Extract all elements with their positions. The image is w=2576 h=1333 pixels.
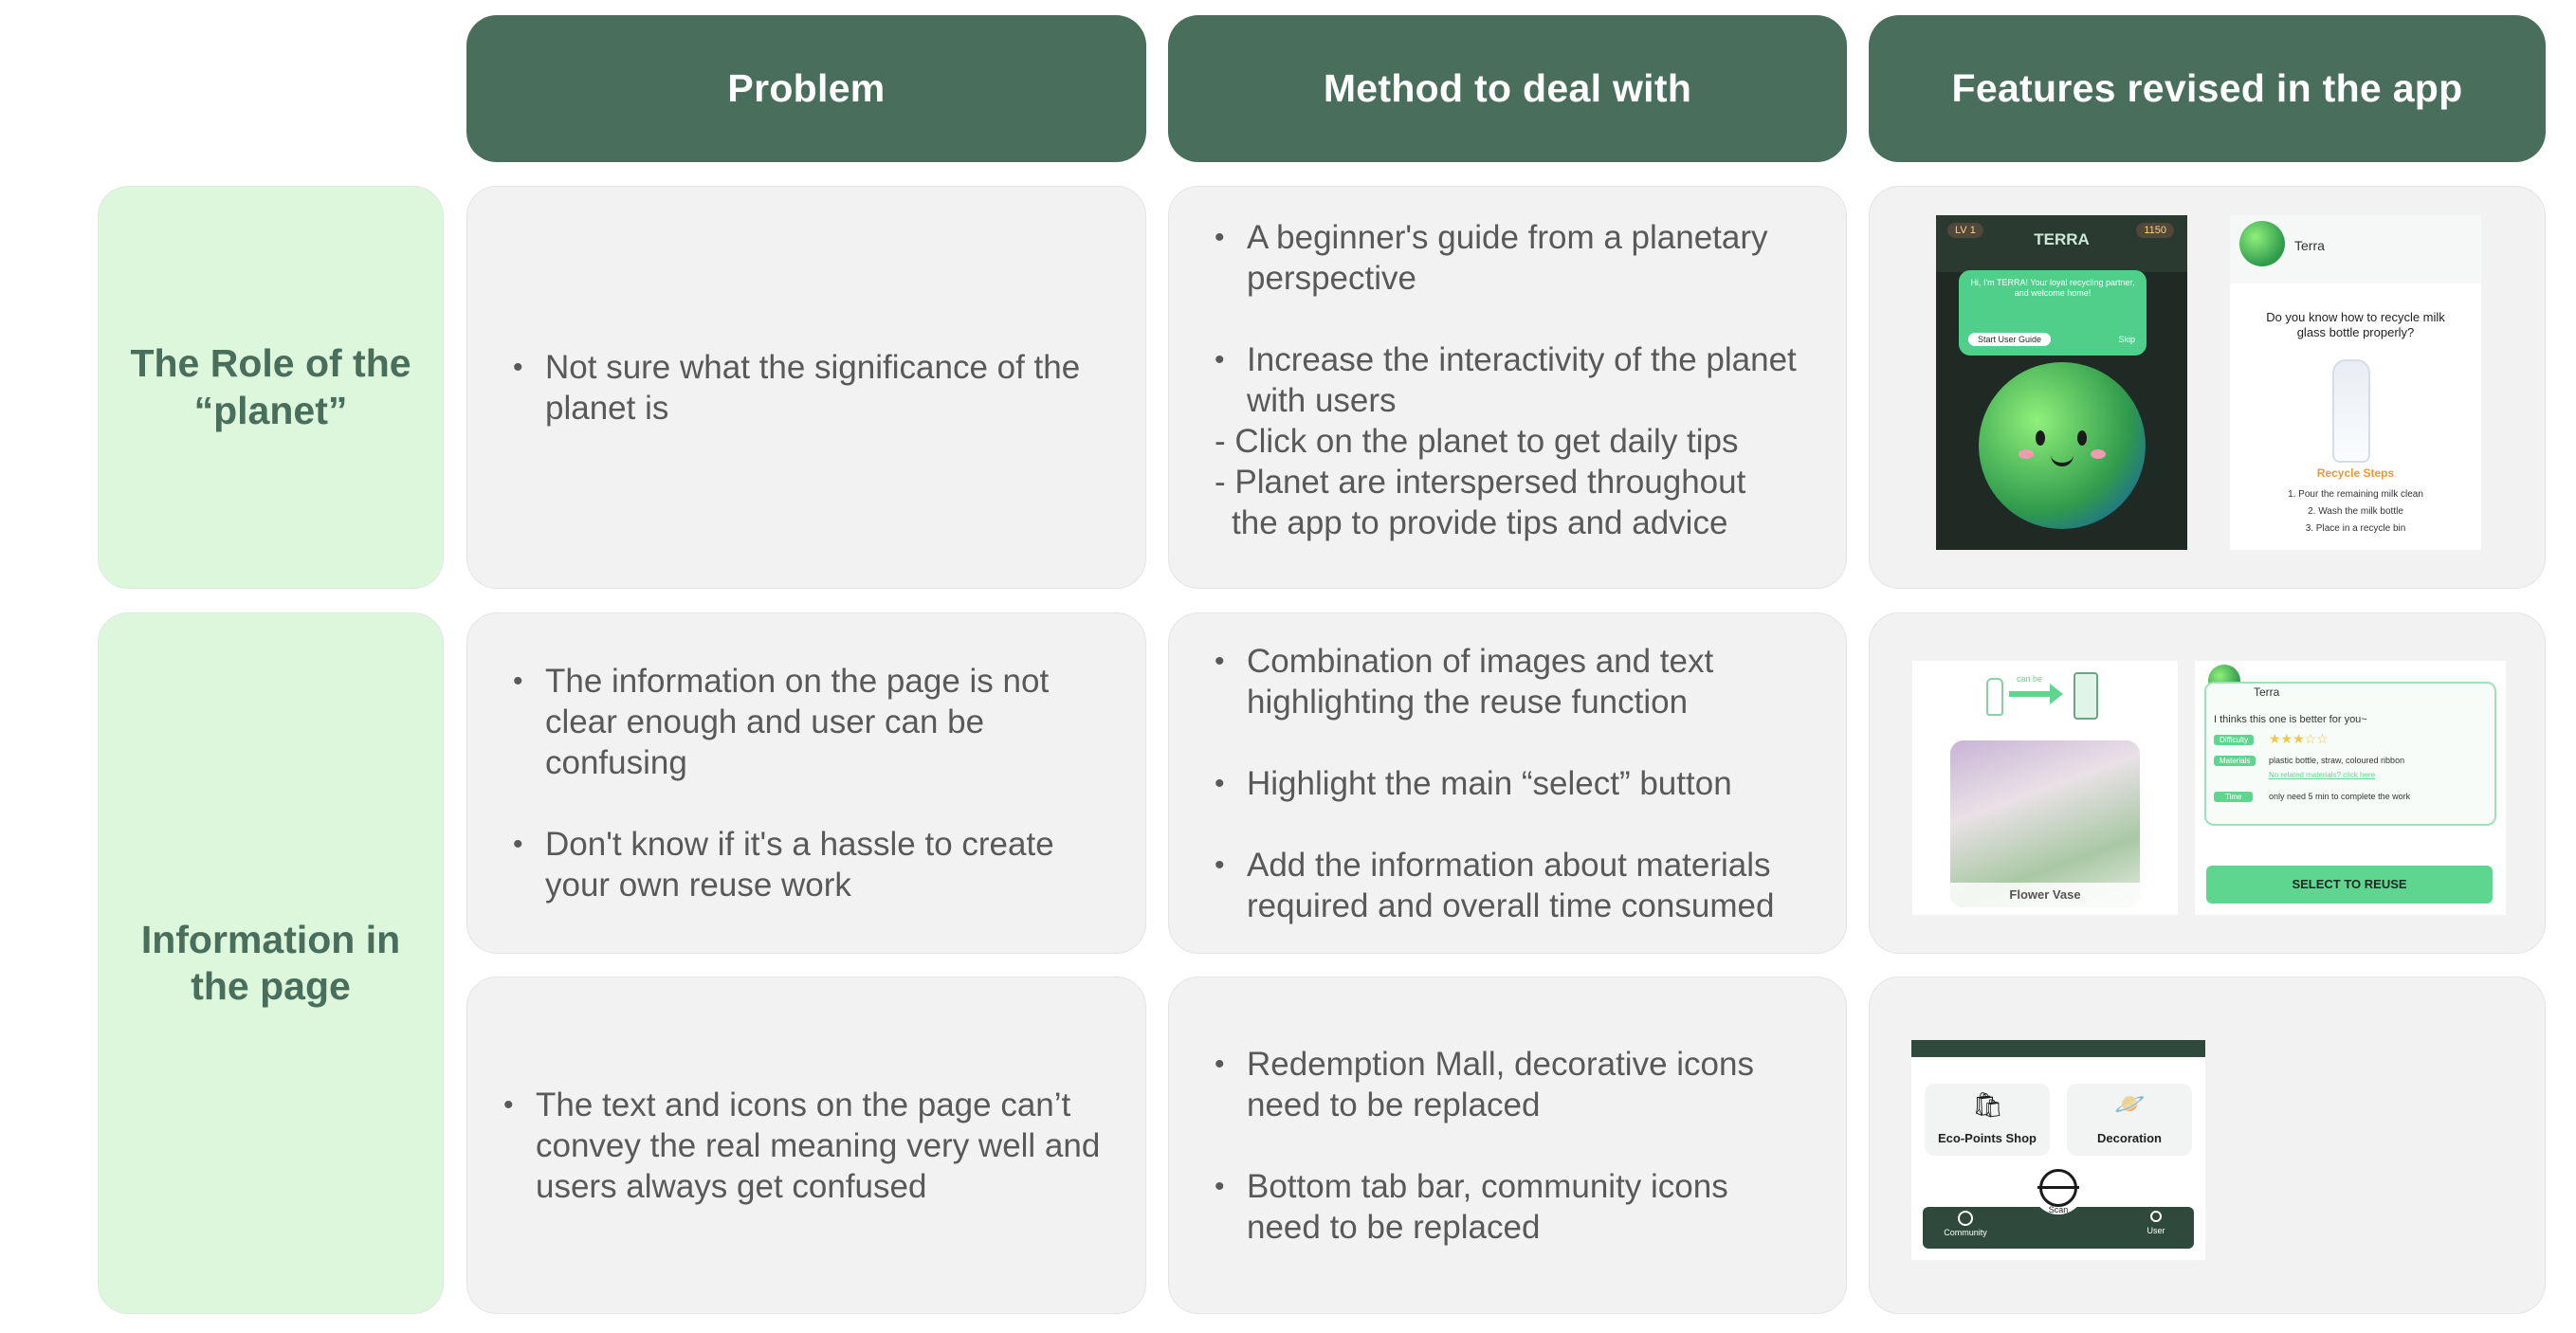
tip-card: Do you know how to recycle milk glass bo… <box>2230 283 2481 550</box>
planet-method-item-1: A beginner's guide from a planetary pers… <box>1215 217 1808 299</box>
terra-name-small: Terra <box>2254 685 2280 699</box>
time-tag: Time <box>2214 792 2254 802</box>
materials-text: plastic bottle, straw, coloured ribbon <box>2269 756 2405 765</box>
decoration-tile[interactable]: 🪐 Decoration <box>2067 1084 2192 1156</box>
planet-ring-icon: 🪐 <box>2114 1089 2146 1118</box>
cell-planet-method: A beginner's guide from a planetary pers… <box>1168 186 1847 589</box>
vase-icon <box>2074 672 2098 720</box>
greeting-text: Hi, I'm TERRA! Your loyal recycling part… <box>1970 278 2135 298</box>
reuse-idea-screenshot: can be Flower Vase <box>1912 661 2178 915</box>
arrow-icon <box>2009 691 2058 697</box>
info-a-problem-item-2: Don't know if it's a hassle to create yo… <box>513 824 1107 905</box>
info-a-problem-item-1: The information on the page is not clear… <box>513 661 1107 783</box>
planet-method-subitems: - Click on the planet to get daily tips … <box>1215 421 1808 543</box>
cell-info-a-features: can be Flower Vase Terra I thinks this o… <box>1869 612 2546 954</box>
tab-user[interactable]: User <box>2137 1211 2175 1235</box>
eco-points-shop-tile[interactable]: 🛍 Eco-Points Shop <box>1925 1084 2050 1156</box>
row-label-planet-line2: “planet” <box>193 388 348 432</box>
difficulty-tag: Difficulty <box>2214 735 2255 745</box>
planet-method-list: A beginner's guide from a planetary pers… <box>1215 217 1808 421</box>
flower-vase-caption: Flower Vase <box>1950 883 2140 907</box>
cell-info-b-method: Redemption Mall, decorative icons need t… <box>1168 977 1847 1314</box>
cell-planet-problem: Not sure what the significance of the pl… <box>466 186 1146 589</box>
select-reuse-screenshot: Terra I thinks this one is better for yo… <box>2195 661 2506 915</box>
user-icon <box>2150 1211 2162 1222</box>
terra-avatar <box>2239 221 2285 266</box>
cell-planet-features: LV 1 1150 TERRA Hi, I'm TERRA! Your loya… <box>1869 186 2546 589</box>
step-1: 1. Pour the remaining milk clean <box>2288 489 2423 500</box>
tab-user-label: User <box>2147 1226 2165 1235</box>
mock-app-title: TERRA <box>2034 230 2090 248</box>
level-badge: LV 1 <box>1947 223 1983 238</box>
time-text: only need 5 min to complete the work <box>2269 792 2411 801</box>
coins-badge: 1150 <box>2136 223 2174 238</box>
info-b-problem-item-1: The text and icons on the page can’t con… <box>503 1085 1107 1207</box>
header-features-text: Features revised in the app <box>1951 66 2463 110</box>
tip-question: Do you know how to recycle milk glass bo… <box>2266 310 2445 339</box>
info-b-method-list: Redemption Mall, decorative icons need t… <box>1215 1044 1808 1248</box>
info-a-problem-list: The information on the page is not clear… <box>513 661 1107 905</box>
header-problem: Problem <box>466 15 1146 162</box>
can-be-label: can be <box>2017 674 2043 684</box>
select-to-reuse-button[interactable]: SELECT TO REUSE <box>2206 866 2493 904</box>
planet-method-sub-1: - Click on the planet to get daily tips <box>1215 423 1739 460</box>
milk-bottle-icon <box>2332 359 2370 463</box>
header-method: Method to deal with <box>1168 15 1847 162</box>
planet-method-sub-2b: the app to provide tips and advice <box>1232 504 1728 541</box>
steps-title: Recycle Steps <box>2316 466 2395 480</box>
recycle-tips-screenshot: Terra Do you know how to recycle milk gl… <box>2230 215 2481 550</box>
info-a-method-item-2: Highlight the main “select” button <box>1215 763 1808 804</box>
planet-method-sub-2a: - Planet are interspersed throughout <box>1215 464 1746 501</box>
row-label-planet-line1: The Role of the <box>130 341 411 386</box>
info-a-method-list: Combination of images and text highlight… <box>1215 641 1808 926</box>
header-problem-text: Problem <box>727 66 886 110</box>
flower-vase-photo: Flower Vase <box>1950 740 2140 907</box>
row-label-info-line1: Information in <box>140 917 401 961</box>
difficulty-stars-icon: ★★★☆☆ <box>2269 731 2329 746</box>
suggestion-intro: I thinks this one is better for you~ <box>2214 714 2367 725</box>
skip-link[interactable]: Skip <box>2118 335 2135 344</box>
materials-tag: Materials <box>2214 756 2256 766</box>
row-label-info: Information in the page <box>98 612 444 1314</box>
info-a-method-item-3: Add the information about materials requ… <box>1215 845 1808 926</box>
planet-method-item-2: Increase the interactivity of the planet… <box>1215 339 1808 421</box>
shop-tabbar-screenshot: 🛍 Eco-Points Shop 🪐 Decoration Community… <box>1911 1040 2205 1260</box>
planet-problem-list: Not sure what the significance of the pl… <box>513 347 1107 429</box>
shopping-bag-icon: 🛍 <box>1972 1090 2004 1119</box>
row-label-planet: The Role of the “planet” <box>98 186 444 589</box>
cell-info-a-problem: The information on the page is not clear… <box>466 612 1146 954</box>
info-a-method-item-1: Combination of images and text highlight… <box>1215 641 1808 722</box>
row-label-info-line2: the page <box>191 964 351 1008</box>
header-method-text: Method to deal with <box>1323 66 1692 110</box>
planet-method-item-2-text: Increase the interactivity of the planet… <box>1247 341 1797 419</box>
cell-info-b-problem: The text and icons on the page can’t con… <box>466 977 1146 1314</box>
start-guide-button[interactable]: Start User Guide <box>1968 333 2052 346</box>
tab-community[interactable]: Community <box>1942 1211 1989 1237</box>
materials-link[interactable]: No related materials? click here <box>2269 771 2376 779</box>
scan-label: Scan <box>2048 1205 2069 1214</box>
info-b-problem-list: The text and icons on the page can’t con… <box>503 1085 1107 1207</box>
info-b-method-item-2: Bottom tab bar, community icons need to … <box>1215 1166 1808 1248</box>
header-features: Features revised in the app <box>1869 15 2546 162</box>
greeting-bubble: Hi, I'm TERRA! Your loyal recycling part… <box>1959 270 2147 356</box>
cell-info-a-method: Combination of images and text highlight… <box>1168 612 1847 954</box>
info-b-method-item-1: Redemption Mall, decorative icons need t… <box>1215 1044 1808 1125</box>
suggestion-card: Terra I thinks this one is better for yo… <box>2204 682 2496 826</box>
eco-points-shop-label: Eco-Points Shop <box>1938 1131 2037 1145</box>
planet-problem-item: Not sure what the significance of the pl… <box>513 347 1107 429</box>
step-2: 2. Wash the milk bottle <box>2308 506 2403 517</box>
scan-button[interactable]: Scan <box>2032 1161 2085 1214</box>
tab-community-label: Community <box>1944 1228 1987 1237</box>
community-icon <box>1958 1211 1973 1226</box>
terra-name: Terra <box>2294 238 2325 253</box>
cell-info-b-features: 🛍 Eco-Points Shop 🪐 Decoration Community… <box>1869 977 2546 1314</box>
bottle-icon <box>1986 678 2003 716</box>
planet-guide-screenshot: LV 1 1150 TERRA Hi, I'm TERRA! Your loya… <box>1936 215 2187 550</box>
step-3: 3. Place in a recycle bin <box>2305 523 2406 534</box>
decoration-label: Decoration <box>2097 1131 2162 1145</box>
planet-mascot-icon[interactable] <box>1979 362 2146 529</box>
